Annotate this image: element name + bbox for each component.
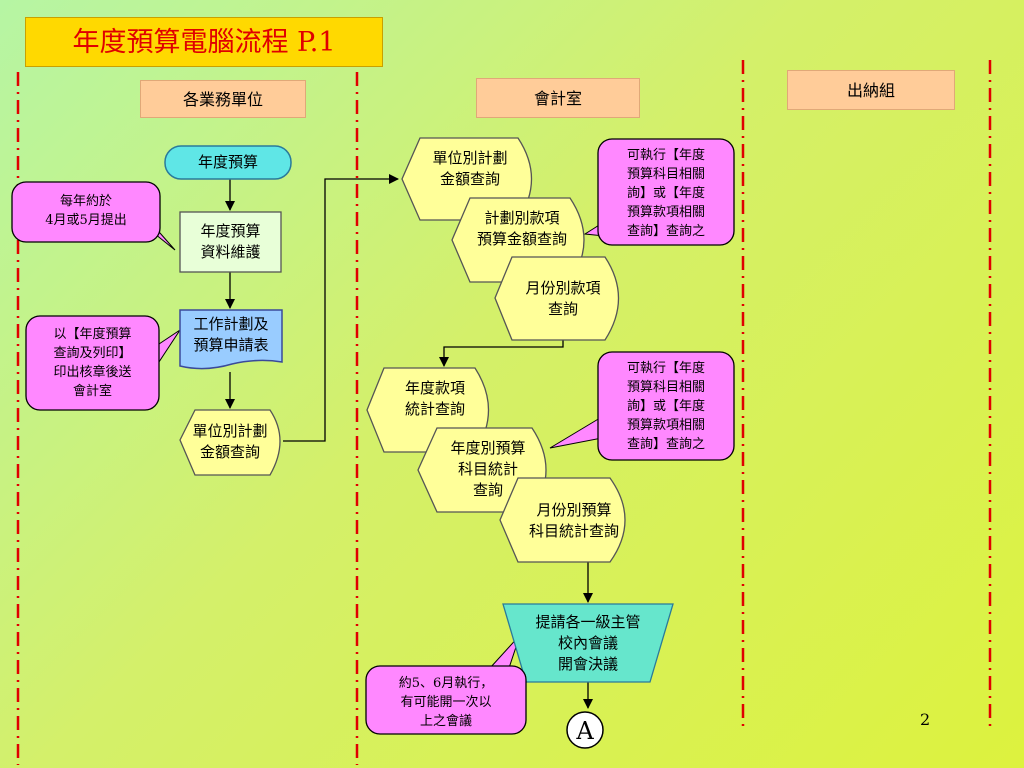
connector-a-circle	[566, 711, 604, 749]
display-unit-query-left-label: 單位別計劃 金額查詢	[176, 421, 284, 463]
annual-item-query-line2: 統計查詢	[404, 400, 465, 418]
callout-tail-exec-mid	[549, 417, 603, 449]
meeting-line3: 開會決議	[557, 655, 618, 673]
display-unit-query-right-label: 單位別計劃 金額查詢	[410, 148, 530, 190]
display-plan-query-label: 計劃別款項 預算金額查詢	[456, 208, 588, 250]
plan-query-line1: 計劃別款項	[484, 209, 560, 227]
lane-header-accounting: 會計室	[476, 78, 640, 118]
page-title: 年度預算電腦流程 P.1	[25, 17, 383, 67]
display-month-query	[494, 256, 620, 341]
callout-exec-top-box	[597, 138, 735, 246]
work-plan-line1: 工作計劃及	[193, 315, 269, 333]
callout-meeting-text: 約5、6月執行， 有可能開一次以 上之會議	[366, 674, 526, 731]
arrow-month-query-to-annual	[439, 340, 564, 367]
display-annual-subject-query-label: 年度別預算 科目統計 查詢	[425, 438, 551, 501]
display-annual-item-query-label: 年度款項 統計查詢	[375, 378, 495, 420]
annual-item-query-line1: 年度款項	[404, 379, 465, 397]
callout-exec-top-line3: 詢】或【年度	[626, 186, 705, 201]
month-subject-query-line2: 科目統計查詢	[528, 522, 619, 540]
process-budget-maintain-label: 年度預算 資料維護	[180, 221, 281, 263]
callout-exec-mid-line4: 預算款項相關	[626, 418, 705, 433]
callout-exec-top-line4: 預算款項相關	[626, 205, 705, 220]
display-unit-query-left	[179, 409, 281, 476]
budget-maintain-line1: 年度預算	[200, 222, 261, 240]
callout-exec-top-line1: 可執行【年度	[626, 148, 705, 163]
annual-subject-query-line1: 年度別預算	[450, 439, 526, 457]
manual-meeting	[502, 603, 674, 683]
budget-maintain-line2: 資料維護	[200, 243, 261, 261]
page-number: 2	[920, 710, 931, 729]
terminal-annual-budget-label: 年度預算	[197, 153, 258, 171]
display-month-subject-query-label: 月份別預算 科目統計查詢	[508, 500, 640, 542]
terminal-annual-budget	[164, 145, 292, 180]
plan-query-line2: 預算金額查詢	[476, 230, 567, 248]
arrow-left-query-to-right-query	[283, 174, 399, 442]
callout-print-text: 以【年度預算 查詢及列印】 印出核章後送 會計室	[26, 325, 159, 401]
annual-subject-query-line3: 查詢	[472, 481, 503, 499]
process-budget-maintain	[179, 211, 282, 273]
work-plan-line2: 預算申請表	[193, 336, 269, 354]
callout-yearly-box	[11, 181, 161, 243]
callout-exec-top-line5: 查詢】查詢之	[626, 224, 705, 239]
month-query-line1: 月份別款項	[525, 279, 601, 297]
lane-header-units: 各業務單位	[140, 80, 306, 118]
callout-print-line1: 以【年度預算	[53, 327, 132, 342]
connector-a-label: A	[576, 717, 594, 745]
callout-exec-mid-text: 可執行【年度 預算科目相關 詢】或【年度 預算款項相關 查詢】查詢之	[598, 359, 734, 454]
annual-subject-query-line2: 科目統計	[457, 460, 518, 478]
callout-print-line2: 查詢及列印】	[53, 346, 132, 361]
document-work-plan-label: 工作計劃及 預算申請表	[180, 314, 282, 356]
callout-exec-top-line2: 預算科目相關	[626, 167, 705, 182]
meeting-line1: 提請各一級主管	[535, 613, 641, 631]
callout-meeting-box	[365, 665, 527, 735]
callout-meeting-line1: 約5、6月執行，	[398, 676, 494, 691]
callout-yearly-line1: 每年約於	[59, 194, 112, 209]
callout-yearly-text: 每年約於 4月或5月提出	[12, 192, 160, 230]
callout-exec-mid-box	[597, 351, 735, 461]
unit-query-right-line1: 單位別計劃	[432, 149, 508, 167]
callout-print-line3: 印出核章後送	[53, 365, 132, 380]
connectors	[225, 174, 593, 709]
display-month-query-label: 月份別款項 查詢	[502, 278, 624, 320]
callout-exec-mid-line1: 可執行【年度	[626, 361, 705, 376]
callout-exec-top-text: 可執行【年度 預算科目相關 詢】或【年度 預算款項相關 查詢】查詢之	[598, 146, 734, 241]
callout-exec-mid-line2: 預算科目相關	[626, 380, 705, 395]
month-subject-query-line1: 月份別預算	[536, 501, 612, 519]
unit-query-left-line2: 金額查詢	[199, 443, 260, 461]
callout-print-box	[25, 315, 160, 411]
callout-exec-mid-line3: 詢】或【年度	[626, 399, 705, 414]
callout-print-line4: 會計室	[72, 384, 112, 399]
document-work-plan	[179, 309, 283, 370]
callout-meeting-line3: 上之會議	[419, 714, 472, 729]
callout-yearly-line2: 4月或5月提出	[45, 213, 127, 228]
unit-query-right-line2: 金額查詢	[439, 170, 500, 188]
manual-meeting-label: 提請各一級主管 校內會議 開會決議	[503, 612, 673, 675]
callout-meeting-line2: 有可能開一次以	[400, 695, 492, 710]
callout-exec-mid-line5: 查詢】查詢之	[626, 437, 705, 452]
month-query-line2: 查詢	[547, 300, 578, 318]
meeting-line2: 校內會議	[557, 634, 618, 652]
display-month-subject-query	[499, 477, 626, 563]
lane-header-cashier: 出納組	[787, 70, 955, 110]
unit-query-left-line1: 單位別計劃	[192, 422, 268, 440]
